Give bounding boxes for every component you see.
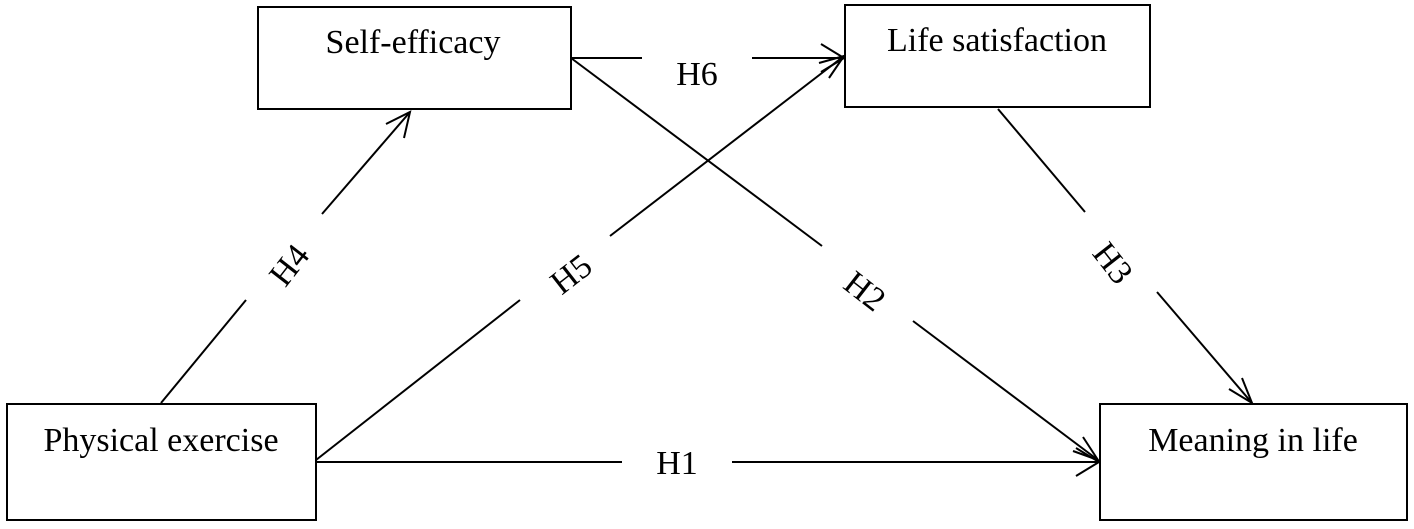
edge-h3-line-b [1156,291,1253,404]
edge-h4-line-b [321,111,411,215]
node-meaning-in-life-box [1099,403,1408,521]
node-self-efficacy: Self-efficacy [257,6,572,110]
node-meaning-in-life: Meaning in life [1099,403,1408,521]
edge-h2-line-a [570,57,823,247]
edge-h3-line-a [997,108,1086,213]
node-physical-exercise-label: Physical exercise [43,422,278,459]
node-life-satisfaction-box [844,4,1151,108]
node-life-satisfaction-label: Life satisfaction [887,22,1107,59]
edge-h6: H6 [571,43,846,93]
edge-h2: H2 [570,57,1101,462]
edge-h5-line-a [315,299,521,461]
edge-h5-line-b [609,55,845,237]
edge-h5-label: H5 [544,247,600,302]
edge-h4-arrowhead [385,110,412,139]
node-self-efficacy-label: Self-efficacy [326,24,501,61]
node-meaning-in-life-label: Meaning in life [1148,422,1358,459]
edge-h5: H5 [315,54,847,461]
node-physical-exercise-box [6,403,317,521]
node-self-efficacy-box [257,6,572,110]
node-life-satisfaction: Life satisfaction [844,4,1151,108]
edge-h3-label: H3 [1085,236,1140,292]
edge-h3: H3 [997,108,1255,406]
edge-h1: H1 [316,445,1101,482]
edge-h2-arrowhead [1072,436,1101,462]
edge-h2-line-b [912,320,1099,461]
node-physical-exercise: Physical exercise [6,403,317,521]
edge-h1-label: H1 [656,445,698,482]
edge-h4-label: H4 [262,238,317,294]
edge-h4-line-a [160,299,247,404]
edge-h2-label: H2 [837,264,893,319]
edge-h6-label: H6 [676,56,718,93]
edge-h4: H4 [160,110,412,404]
